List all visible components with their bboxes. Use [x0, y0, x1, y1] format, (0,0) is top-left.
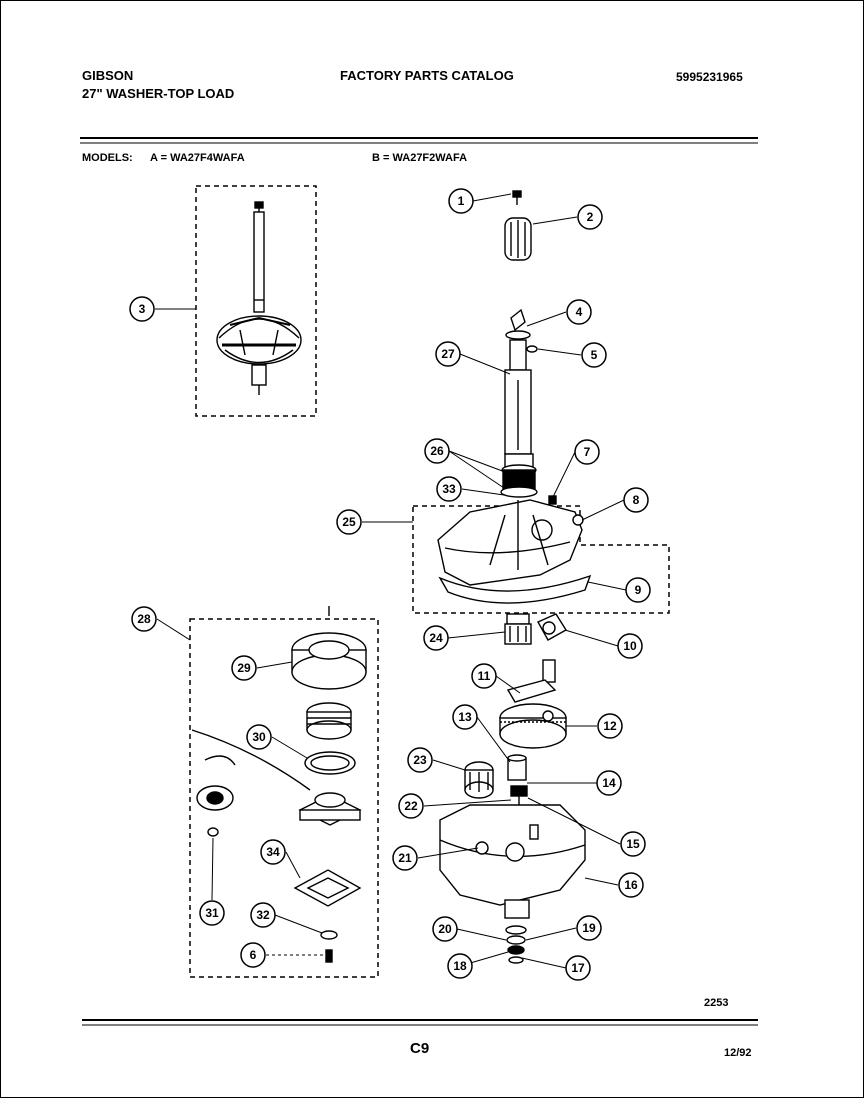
part-callouts: 1 2 3 4 5 6 7 8 9 10 11 12 13 14 15 16 1…: [129, 188, 651, 981]
transmission-cover-drawing: [437, 495, 592, 604]
callout-8: 8: [623, 487, 649, 513]
diagram-number: 2253: [704, 997, 729, 1009]
svg-text:19: 19: [582, 921, 596, 935]
transmission-assembly-drawing: [216, 201, 302, 395]
svg-text:23: 23: [413, 753, 427, 767]
svg-text:16: 16: [624, 878, 638, 892]
svg-text:6: 6: [250, 948, 257, 962]
svg-text:12: 12: [603, 719, 617, 733]
catalog-number: 5995231965: [676, 70, 743, 84]
svg-text:24: 24: [429, 631, 443, 645]
svg-text:31: 31: [205, 906, 219, 920]
pinion-and-cam-drawing: [504, 613, 567, 645]
callout-20: 20: [432, 916, 458, 942]
callout-31: 31: [199, 900, 225, 926]
callout-14: 14: [596, 770, 622, 796]
callout-19: 19: [576, 915, 602, 941]
brand-name: GIBSON: [82, 68, 134, 83]
appliance-subtitle: 27" WASHER-TOP LOAD: [82, 86, 235, 101]
svg-text:27: 27: [441, 347, 455, 361]
svg-text:20: 20: [438, 922, 452, 936]
callout-7: 7: [574, 439, 600, 465]
svg-text:8: 8: [633, 493, 640, 507]
header-rules: [80, 137, 758, 1026]
svg-text:5: 5: [591, 348, 598, 362]
svg-text:3: 3: [139, 302, 146, 316]
callout-17: 17: [565, 955, 591, 981]
svg-text:25: 25: [342, 515, 356, 529]
callout-34: 34: [260, 839, 286, 865]
callout-23: 23: [407, 747, 433, 773]
callout-27: 27: [435, 341, 461, 367]
pulley-and-bearing-drawing: [191, 606, 367, 963]
catalog-title: FACTORY PARTS CATALOG: [340, 68, 514, 83]
agitator-cap-drawing: [504, 217, 532, 261]
svg-text:2: 2: [587, 210, 594, 224]
model-b: B = WA27F2WAFA: [372, 152, 468, 164]
callout-6: 6: [240, 942, 266, 968]
group-box-25: [412, 505, 670, 614]
svg-text:32: 32: [256, 908, 270, 922]
svg-text:10: 10: [623, 639, 637, 653]
callout-5: 5: [581, 342, 607, 368]
callout-10: 10: [617, 633, 643, 659]
svg-text:22: 22: [404, 799, 418, 813]
callout-32: 32: [250, 902, 276, 928]
agitator-shaft-drawing: [504, 308, 538, 455]
svg-text:13: 13: [458, 710, 472, 724]
svg-text:29: 29: [237, 661, 251, 675]
cap-screw-drawing: [512, 190, 522, 205]
svg-text:34: 34: [266, 845, 280, 859]
callout-11: 11: [471, 663, 497, 689]
svg-text:17: 17: [571, 961, 585, 975]
svg-text:14: 14: [602, 776, 616, 790]
svg-text:26: 26: [430, 444, 444, 458]
model-a: A = WA27F4WAFA: [150, 152, 245, 164]
leader-lines: [155, 193, 627, 969]
callout-24: 24: [423, 625, 449, 651]
svg-text:30: 30: [252, 730, 266, 744]
bottom-seals-drawing: [505, 925, 527, 964]
svg-text:21: 21: [398, 851, 412, 865]
models-label: MODELS:: [82, 152, 133, 164]
drive-pinions-drawing: [464, 754, 528, 840]
group-box-3: [195, 185, 317, 417]
callout-25: 25: [336, 509, 362, 535]
svg-text:7: 7: [584, 445, 591, 459]
group-box-28: [189, 618, 379, 978]
seal-stack-drawing: [500, 453, 538, 498]
svg-text:1: 1: [458, 194, 465, 208]
callout-2: 2: [577, 204, 603, 230]
callout-26: 26: [424, 438, 450, 464]
callout-1: 1: [448, 188, 474, 214]
callout-9: 9: [625, 577, 651, 603]
svg-text:11: 11: [478, 669, 491, 683]
crank-and-gear-drawing: [499, 659, 567, 749]
callout-18: 18: [447, 953, 473, 979]
callout-4: 4: [566, 299, 592, 325]
callout-33: 33: [436, 476, 462, 502]
callout-30: 30: [246, 724, 272, 750]
svg-text:4: 4: [576, 305, 583, 319]
catalog-date: 12/92: [724, 1047, 752, 1059]
svg-text:15: 15: [626, 837, 640, 851]
page-code: C9: [410, 1040, 430, 1057]
svg-text:28: 28: [137, 612, 151, 626]
svg-text:9: 9: [635, 583, 642, 597]
callout-16: 16: [618, 872, 644, 898]
callout-21: 21: [392, 845, 418, 871]
callout-29: 29: [231, 655, 257, 681]
callout-13: 13: [452, 704, 478, 730]
callout-3: 3: [129, 296, 155, 322]
svg-text:33: 33: [442, 482, 456, 496]
callout-15: 15: [620, 831, 646, 857]
callout-12: 12: [597, 713, 623, 739]
svg-text:18: 18: [453, 959, 467, 973]
callout-28: 28: [131, 606, 157, 632]
gear-case-drawing: [439, 804, 586, 919]
callout-22: 22: [398, 793, 424, 819]
